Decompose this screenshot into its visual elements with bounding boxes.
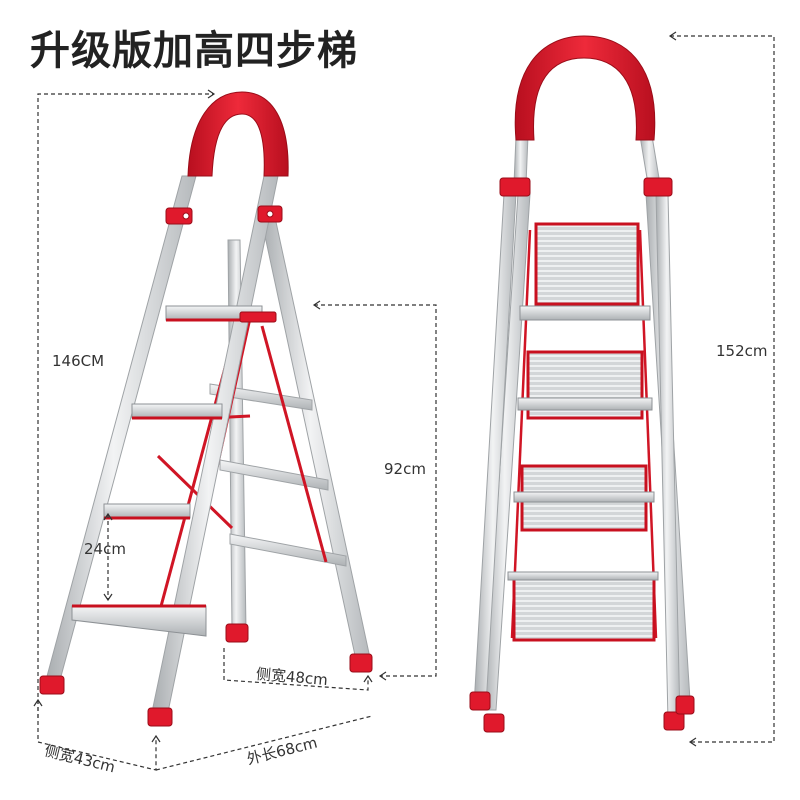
front-view-ladder xyxy=(469,35,695,733)
side-view-ladder xyxy=(39,91,373,727)
label-total-height-side: 146CM xyxy=(52,352,105,370)
red-handle xyxy=(187,91,289,177)
steps xyxy=(71,305,263,637)
front-steps xyxy=(507,222,659,642)
front-feet xyxy=(469,691,695,733)
label-total-height-front: 152cm xyxy=(716,342,768,360)
front-red-handle xyxy=(514,35,656,141)
feet xyxy=(39,623,373,727)
label-step-gap: 24cm xyxy=(84,540,126,558)
dimension-lines-right xyxy=(668,31,775,747)
dimension-arrows-left xyxy=(33,89,387,743)
hinges xyxy=(165,205,283,323)
dimension-lines-left xyxy=(37,93,437,771)
page-title: 升级版加高四步梯 xyxy=(30,28,358,74)
label-platform-height: 92cm xyxy=(384,460,426,478)
